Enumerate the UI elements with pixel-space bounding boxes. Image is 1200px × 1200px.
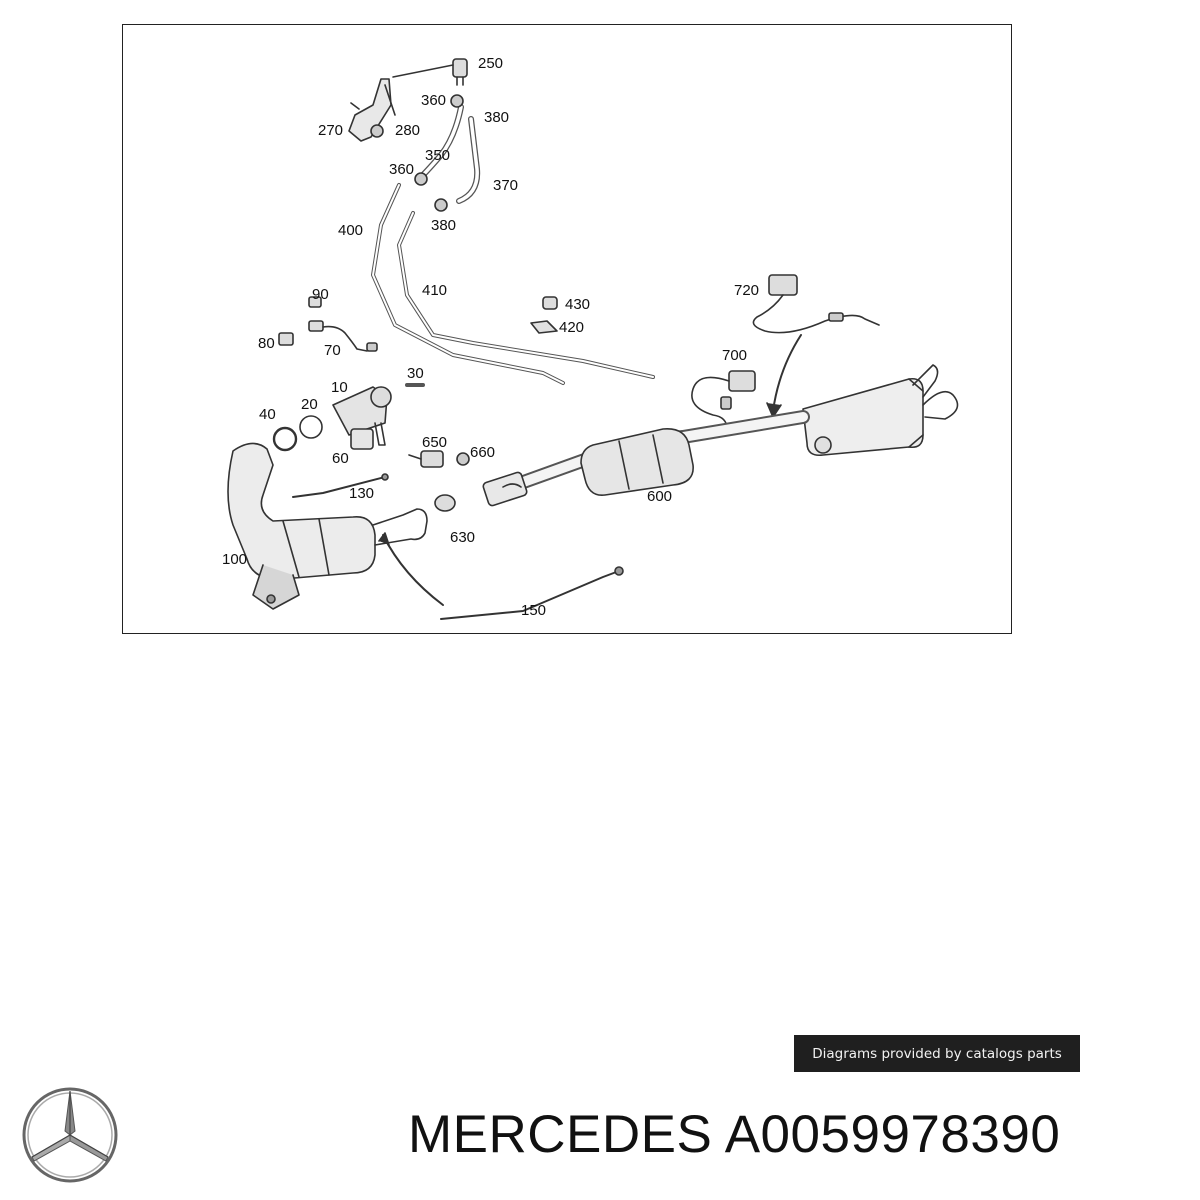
bracket-part: [348, 78, 396, 142]
callout-650: 650: [422, 434, 448, 451]
mercedes-star-icon: [22, 1087, 118, 1183]
callout-250: 250: [478, 55, 504, 72]
clamp-40-part: [272, 426, 298, 452]
callout-700: 700: [722, 347, 748, 364]
arrow-line: [382, 534, 444, 606]
part-number: A0059978390: [724, 1105, 1061, 1164]
callout-370: 370: [493, 177, 519, 194]
callout-20: 20: [301, 396, 318, 413]
pressure-pipe-part: [408, 450, 470, 468]
sensor-tip: [614, 566, 624, 576]
hose-inner-2: [457, 117, 479, 203]
callout-60: 60: [332, 450, 349, 467]
callout-630: 630: [450, 529, 476, 546]
nox-sensor-part: [752, 274, 880, 334]
temperature-sensor-part: [691, 370, 756, 430]
callout-150: 150: [521, 602, 547, 619]
brand-name: MERCEDES: [408, 1105, 713, 1164]
temp-sensor-150-part: [440, 570, 620, 620]
catalytic-converter-part: [580, 428, 694, 496]
nut-part: [542, 296, 558, 310]
callout-360: 360: [421, 92, 447, 109]
turbo-outlet-part: [332, 386, 392, 446]
callout-360-b: 360: [389, 161, 415, 178]
callout-270: 270: [318, 122, 344, 139]
callout-350: 350: [425, 147, 451, 164]
clip-part: [530, 320, 558, 334]
clamp-part: [414, 172, 428, 186]
callout-130: 130: [349, 485, 375, 502]
hose-inner: [419, 105, 463, 179]
exhaust-system-diagram: 250 360 380 270 280 350 360 370 380 400 …: [122, 24, 1012, 634]
callout-430: 430: [565, 296, 591, 313]
pipe-400-inner: [372, 184, 564, 384]
clamp-part: [450, 94, 464, 108]
callout-70: 70: [324, 342, 341, 359]
callout-380-b: 380: [431, 217, 457, 234]
arrow-head: [378, 532, 390, 546]
hose-part: [418, 104, 464, 180]
callout-380: 380: [484, 109, 510, 126]
callout-280: 280: [395, 122, 421, 139]
diagram-drawing: [227, 58, 959, 620]
pipe-410-inner: [398, 212, 654, 378]
callout-30: 30: [407, 365, 424, 382]
callout-410: 410: [422, 282, 448, 299]
callout-80: 80: [258, 335, 275, 352]
callout-90: 90: [312, 286, 329, 303]
clamp-part: [434, 198, 448, 212]
pressure-sensor-part: [392, 58, 468, 86]
temp-sensor-130-part: [292, 476, 386, 498]
callout-420: 420: [559, 319, 585, 336]
rear-silencer-part: [802, 364, 959, 457]
callout-660: 660: [470, 444, 496, 461]
pipe-flange-part: [482, 471, 528, 507]
sensor-tip: [381, 473, 389, 481]
clamp-630-part: [434, 494, 456, 512]
gasket-20-part: [299, 415, 323, 439]
callout-720: 720: [734, 282, 760, 299]
callout-40: 40: [259, 406, 276, 423]
callout-100: 100: [222, 551, 248, 568]
callout-400: 400: [338, 222, 364, 239]
gasket-60-part: [350, 428, 374, 450]
part-title: MERCEDES A0059978390: [408, 1108, 1060, 1161]
callout-10: 10: [331, 379, 348, 396]
arrow-line: [772, 334, 802, 412]
diagram-credit-badge: Diagrams provided by catalogs parts: [794, 1035, 1080, 1072]
callout-600: 600: [647, 488, 673, 505]
particulate-filter-part: [227, 442, 428, 610]
exhaust-sensor-70-part: [278, 296, 378, 352]
